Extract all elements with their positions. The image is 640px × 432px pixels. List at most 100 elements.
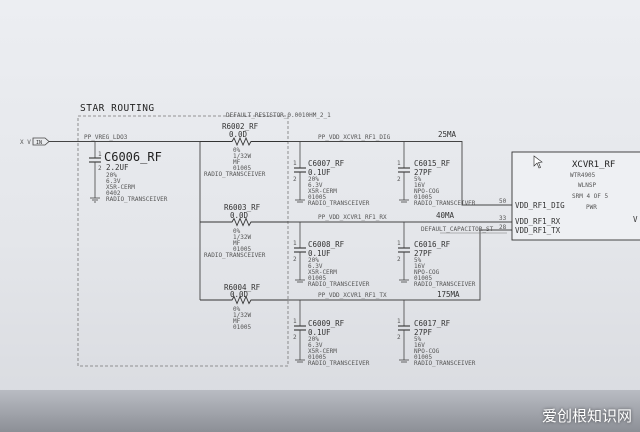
svg-text:2: 2: [397, 256, 401, 263]
svg-text:28: 28: [499, 224, 507, 231]
svg-text:27PF: 27PF: [414, 249, 433, 258]
svg-text:MF: MF: [233, 159, 241, 166]
svg-text:01005: 01005: [308, 194, 326, 201]
ic-pkg: WLNSP: [578, 182, 596, 189]
ic-part: WTR4905: [570, 172, 596, 179]
svg-text:X5R-CERM: X5R-CERM: [308, 348, 337, 355]
svg-text:0%: 0%: [233, 147, 241, 154]
svg-text:NPO-COG: NPO-COG: [414, 348, 440, 355]
svg-text:2: 2: [397, 334, 401, 341]
svg-text:VDD_RF1_TX: VDD_RF1_TX: [515, 226, 561, 235]
svg-text:C6009_RF: C6009_RF: [308, 319, 345, 328]
input-net-label: PP_VREG_LDO3: [84, 134, 128, 141]
svg-text:2: 2: [293, 176, 297, 183]
svg-text:1: 1: [293, 240, 297, 247]
c6006-ref: C6006_RF: [104, 150, 162, 164]
svg-text:01005: 01005: [414, 275, 432, 282]
svg-text:0.1UF: 0.1UF: [308, 249, 331, 258]
cap-c6008: 1 2 C6008_RF 0.1UF 20% 6.3V X5R-CERM 010…: [293, 222, 370, 288]
svg-text:2: 2: [397, 176, 401, 183]
c6006-value: 2.2UF: [106, 163, 129, 172]
svg-text:16V: 16V: [414, 182, 425, 189]
svg-text:6.3V: 6.3V: [106, 178, 121, 185]
ic-symbol: SRM 4 OF 5: [572, 193, 609, 200]
svg-text:RADIO_TRANSCEIVER: RADIO_TRANSCEIVER: [414, 360, 476, 367]
svg-text:1: 1: [293, 160, 297, 167]
monitor-bezel: [0, 390, 640, 432]
svg-text:MF: MF: [233, 318, 241, 325]
svg-text:16V: 16V: [414, 263, 425, 270]
svg-text:0402: 0402: [106, 190, 121, 197]
cap-c6015: 1 2 C6015_RF 27PF 5% 16V NPO-COG 01005 R…: [397, 141, 476, 207]
ic-symbol-type: PWR: [586, 204, 597, 211]
input-pin-label: IN: [36, 140, 42, 146]
net-wire-tx: [288, 229, 507, 301]
resistor-header-label: DEFAULT_RESISTOR_0.0010HM_2_1: [226, 112, 331, 119]
svg-text:33: 33: [499, 215, 507, 222]
svg-text:NPO-COG: NPO-COG: [414, 269, 440, 276]
input-pin-prefix: X V: [20, 139, 31, 146]
svg-text:0.1UF: 0.1UF: [308, 328, 331, 337]
svg-text:1: 1: [98, 151, 102, 158]
svg-text:1: 1: [397, 160, 401, 167]
svg-text:RADIO_TRANSCEIVER: RADIO_TRANSCEIVER: [308, 281, 370, 288]
watermark: 爱创根知识网: [541, 407, 632, 425]
svg-text:R6003_RF: R6003_RF: [224, 203, 261, 212]
svg-text:C6017_RF: C6017_RF: [414, 319, 451, 328]
net-label-tx: PP_VDD_XCVR1_RF1_TX: [318, 292, 387, 299]
svg-text:1/32W: 1/32W: [233, 312, 251, 319]
svg-text:C6016_RF: C6016_RF: [414, 240, 451, 249]
net-label-rx: PP_VDD_XCVR1_RF1_RX: [318, 214, 387, 221]
svg-text:20%: 20%: [106, 172, 117, 179]
svg-text:27PF: 27PF: [414, 168, 433, 177]
svg-text:RADIO_TRANSCEIVER: RADIO_TRANSCEIVER: [204, 252, 266, 259]
svg-text:RADIO_TRANSCEIVER: RADIO_TRANSCEIVER: [308, 200, 370, 207]
svg-text:5%: 5%: [414, 336, 422, 343]
svg-text:01005: 01005: [414, 354, 432, 361]
svg-text:X5R-CERM: X5R-CERM: [308, 188, 337, 195]
current-tx: 175MA: [437, 290, 460, 299]
cap-c6007: 1 2 C6007_RF 0.1UF 20% 6.3V X5R-CERM 010…: [293, 141, 370, 207]
svg-text:6.3V: 6.3V: [308, 263, 323, 270]
svg-text:0%: 0%: [233, 306, 241, 313]
svg-text:0%: 0%: [233, 228, 241, 235]
svg-text:X5R-CERM: X5R-CERM: [308, 269, 337, 276]
svg-text:5%: 5%: [414, 176, 422, 183]
svg-text:RADIO_TRANSCEIVER: RADIO_TRANSCEIVER: [204, 171, 266, 178]
svg-text:01005: 01005: [233, 246, 251, 253]
svg-text:0.0D: 0.0D: [229, 130, 248, 139]
resistor-r6002: R6002_RF 0.0D 0% 1/32W MF 01005 RADIO_TR…: [200, 122, 288, 178]
svg-text:MF: MF: [233, 240, 241, 247]
net-label-dig: PP_VDD_XCVR1_RF1_DIG: [318, 134, 391, 141]
cap-c6009: 1 2 C6009_RF 0.1UF 20% 6.3V X5R-CERM 010…: [293, 300, 370, 367]
svg-text:2: 2: [293, 334, 297, 341]
svg-text:C6007_RF: C6007_RF: [308, 159, 345, 168]
svg-text:0.0D: 0.0D: [230, 211, 249, 220]
mouse-cursor-icon: [533, 155, 543, 169]
svg-text:2: 2: [98, 165, 102, 172]
svg-text:VDD_RF1_DIG: VDD_RF1_DIG: [515, 201, 565, 210]
svg-text:R6002_RF: R6002_RF: [222, 122, 259, 131]
svg-text:5%: 5%: [414, 257, 422, 264]
svg-text:C6008_RF: C6008_RF: [308, 240, 345, 249]
svg-text:NPO-COG: NPO-COG: [414, 188, 440, 195]
svg-text:01005: 01005: [233, 324, 251, 331]
svg-text:X5R-CERM: X5R-CERM: [106, 184, 135, 191]
svg-text:1: 1: [293, 318, 297, 325]
svg-text:VDD_RF1_RX: VDD_RF1_RX: [515, 217, 561, 226]
svg-text:20%: 20%: [308, 257, 319, 264]
ic-ref: XCVR1_RF: [572, 160, 615, 170]
current-dig: 25MA: [438, 130, 457, 139]
svg-text:0.1UF: 0.1UF: [308, 168, 331, 177]
cap-c6016: 1 2 C6016_RF 27PF 5% 16V NPO-COG 01005 R…: [397, 222, 476, 288]
ic-xcvr1: XCVR1_RF WTR4905 WLNSP SRM 4 OF 5 PWR V …: [499, 151, 640, 241]
svg-text:RADIO_TRANSCEIVER: RADIO_TRANSCEIVER: [414, 200, 476, 207]
input-port-flag: [32, 137, 50, 146]
svg-text:1/32W: 1/32W: [233, 153, 251, 160]
resistor-r6003: R6003_RF 0.0D 0% 1/32W MF 01005 RADIO_TR…: [200, 203, 288, 259]
net-wire-dig: [288, 141, 507, 206]
svg-text:01005: 01005: [233, 165, 251, 172]
svg-text:01005: 01005: [414, 194, 432, 201]
